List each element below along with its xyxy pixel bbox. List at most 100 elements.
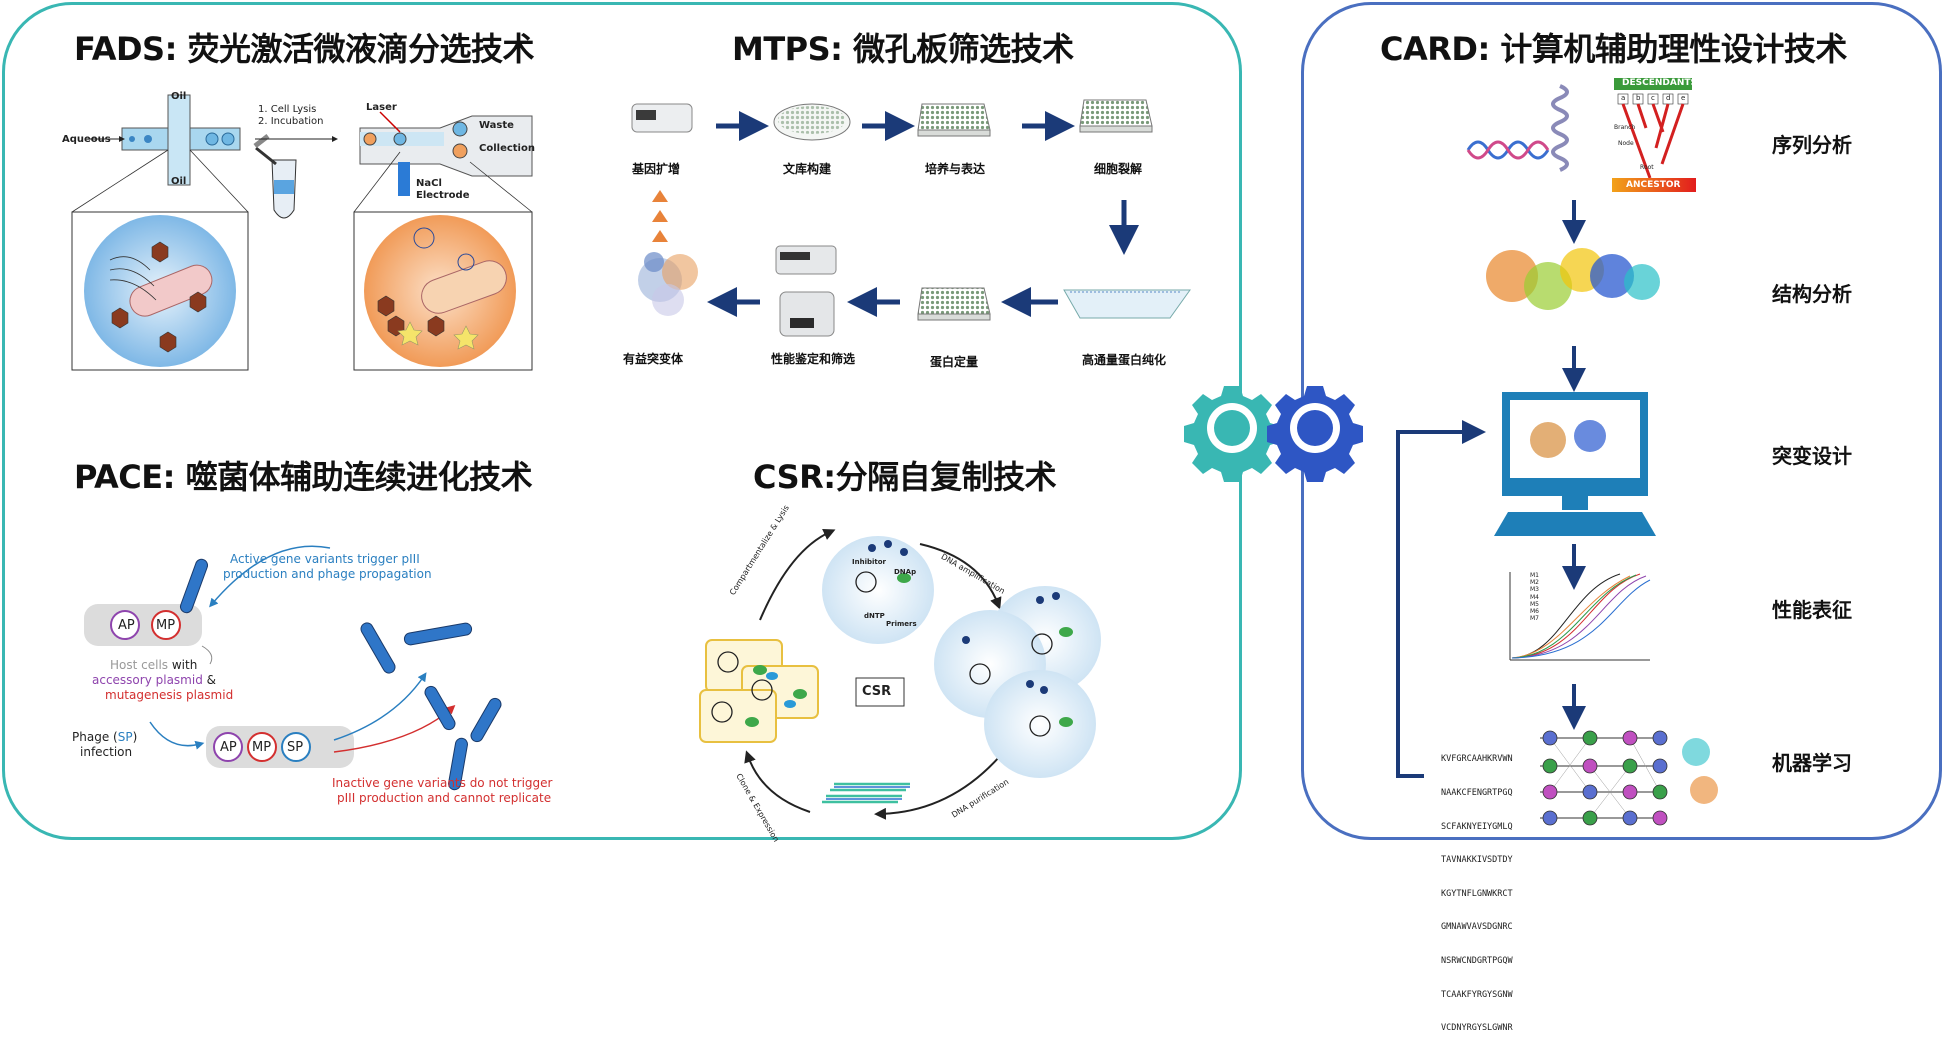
pace-ampersand: & — [202, 673, 216, 687]
legend-m3: M3 — [1530, 586, 1539, 594]
sequence-row: TAVNAKKIVSDTDY — [1441, 855, 1513, 866]
fads-collection: Collection — [479, 143, 535, 154]
sequence-row: GMNAWVAVSDGNRC — [1441, 922, 1513, 933]
fads-oil-top: Oil — [171, 91, 187, 102]
pace-accessory-line: accessory plasmid & — [92, 673, 216, 687]
pace-host-label: Host cells — [110, 658, 169, 672]
sequence-row: NAAKCFENGRTPGQ — [1441, 788, 1513, 799]
fads-chip — [71, 94, 533, 371]
legend-m4: M4 — [1530, 593, 1539, 601]
pace-active-text-1: Active gene variants trigger pIII — [230, 552, 420, 566]
card-tree-leaf-e: e — [1681, 94, 1686, 102]
protein-chain-icon — [1551, 84, 1569, 172]
card-tree-root: Root — [1640, 164, 1654, 171]
sequence-row: KVFGRCAAHKRVWN — [1441, 754, 1513, 765]
card-tree-branch: Branch — [1614, 124, 1636, 131]
petri-dish-icon — [773, 103, 851, 141]
card-tree-descendants: DESCENDANTS — [1622, 78, 1697, 88]
plate-icon — [917, 103, 991, 137]
csr-inhibitor-label: Inhibitor — [852, 558, 886, 566]
card-step-mutation-design: 突变设计 — [1772, 444, 1852, 468]
fads-electrode-2: Electrode — [416, 190, 470, 201]
pace-diagram — [84, 545, 502, 791]
csr-cycle — [699, 528, 1101, 820]
card-step-performance: 性能表征 — [1772, 598, 1852, 622]
diagram-graphics — [71, 78, 1718, 826]
legend-m1: M1 — [1530, 572, 1539, 579]
fads-oil-bottom: Oil — [171, 176, 187, 187]
protein-structure-icon — [1486, 248, 1660, 310]
fads-laser: Laser — [366, 102, 397, 113]
legend-m7: M7 — [1530, 615, 1539, 623]
card-step-machine-learning: 机器学习 — [1772, 751, 1852, 775]
legend-m5: M5 — [1530, 600, 1539, 608]
keyboard-icon — [1494, 512, 1656, 536]
sequence-row: TCAAKFYRGYSGNW — [1441, 989, 1513, 1000]
computer-monitor-icon — [1502, 392, 1648, 510]
mtps-step-gene-amplification: 基因扩增 — [632, 162, 681, 176]
gear-icon-teal — [1184, 386, 1280, 482]
pace-mutagenesis-plasmid: mutagenesis plasmid — [105, 688, 234, 702]
card-flow — [1396, 78, 1718, 826]
card-curve-legend: M1 M2 M3 M4 M5 M6 M7 — [1530, 572, 1539, 622]
pace-host-cells: Host cells with — [110, 658, 197, 672]
pace-inactive-text-2: pIII production and cannot replicate — [337, 791, 552, 805]
card-tree-leaf-b: b — [1636, 94, 1641, 102]
pace-plasmid-ap-top: AP — [118, 618, 135, 633]
mtps-title: MTPS: 微孔板筛选技术 — [732, 30, 1074, 68]
legend-m2: M2 — [1530, 579, 1539, 587]
mtps-step-beneficial-mutants: 有益突变体 — [623, 352, 684, 366]
csr-center-label: CSR — [862, 684, 892, 699]
fads-step-1: 1. Cell Lysis — [258, 104, 317, 115]
pace-phage-sp: SP — [117, 730, 133, 744]
pace-plasmid-sp-bottom: SP — [287, 740, 304, 755]
sequence-row: SCFAKNYEIYGMLQ — [1441, 821, 1513, 832]
card-tree-node: Node — [1618, 140, 1634, 147]
thermocycler-icon — [631, 103, 693, 133]
dna-icon — [1466, 140, 1550, 160]
pace-accessory-plasmid: accessory plasmid — [92, 673, 203, 687]
csr-dnap-label: DNAp — [894, 568, 917, 576]
mtps-step-purification: 高通量蛋白纯化 — [1082, 353, 1167, 367]
mtps-step-quantification: 蛋白定量 — [930, 355, 979, 369]
card-tree-leaf-c: c — [1651, 94, 1655, 102]
fads-electrode-1: NaCl — [416, 178, 442, 189]
csr-dntp-label: dNTP — [864, 612, 885, 620]
pace-inactive-text-1: Inactive gene variants do not trigger — [332, 776, 553, 790]
card-step-structure-analysis: 结构分析 — [1772, 282, 1852, 306]
pace-phage-prefix: Phage ( — [72, 730, 118, 744]
fads-step-2: 2. Incubation — [258, 116, 324, 127]
sequence-row: KGYTNFLGNWKRCT — [1441, 888, 1513, 899]
card-title: CARD: 计算机辅助理性设计技术 — [1380, 30, 1847, 68]
card-tree-leaf-a: a — [1621, 94, 1626, 102]
mtps-workflow — [631, 99, 1191, 337]
performance-curves-chart — [1509, 572, 1651, 661]
sequence-row: NSRWCNDGRTPGQW — [1441, 956, 1513, 967]
pace-plasmid-mp-top: MP — [156, 618, 176, 633]
card-step-sequence-analysis: 序列分析 — [1772, 133, 1852, 157]
csr-title: CSR:分隔自复制技术 — [753, 458, 1057, 496]
pace-infection: infection — [80, 745, 133, 759]
pace-phage-line: Phage (SP) — [72, 730, 137, 744]
pace-plasmid-mp-bottom: MP — [252, 740, 272, 755]
sequence-row: VCDNYRGYSLGWNR — [1441, 1023, 1513, 1034]
pace-plasmid-ap-bottom: AP — [220, 740, 237, 755]
fads-waste: Waste — [479, 120, 514, 131]
protein-structure-icon — [638, 252, 698, 316]
pace-phage-suffix: ) — [132, 730, 138, 744]
pace-host-with: with — [168, 658, 198, 672]
mtps-step-lysis: 细胞裂解 — [1094, 162, 1143, 176]
card-tree-leaf-d: d — [1666, 94, 1671, 102]
ml-network-diagram — [1540, 730, 1718, 826]
pace-title: PACE: 噬菌体辅助连续进化技术 — [74, 458, 533, 496]
mtps-step-screening: 性能鉴定和筛选 — [771, 352, 856, 366]
legend-m6: M6 — [1530, 608, 1539, 616]
fads-title: FADS: 荧光激活微液滴分选技术 — [74, 30, 535, 68]
pace-active-text-2: production and phage propagation — [223, 567, 432, 581]
mtps-step-library: 文库构建 — [783, 162, 832, 176]
card-tree-ancestor: ANCESTOR — [1626, 180, 1681, 190]
csr-primers-label: Primers — [886, 620, 917, 628]
mtps-step-culture: 培养与表达 — [925, 162, 986, 176]
gear-icon-blue — [1267, 386, 1363, 482]
card-sequence-list: KVFGRCAAHKRVWN NAAKCFENGRTPGQ SCFAKNYEIY… — [1441, 732, 1513, 1046]
